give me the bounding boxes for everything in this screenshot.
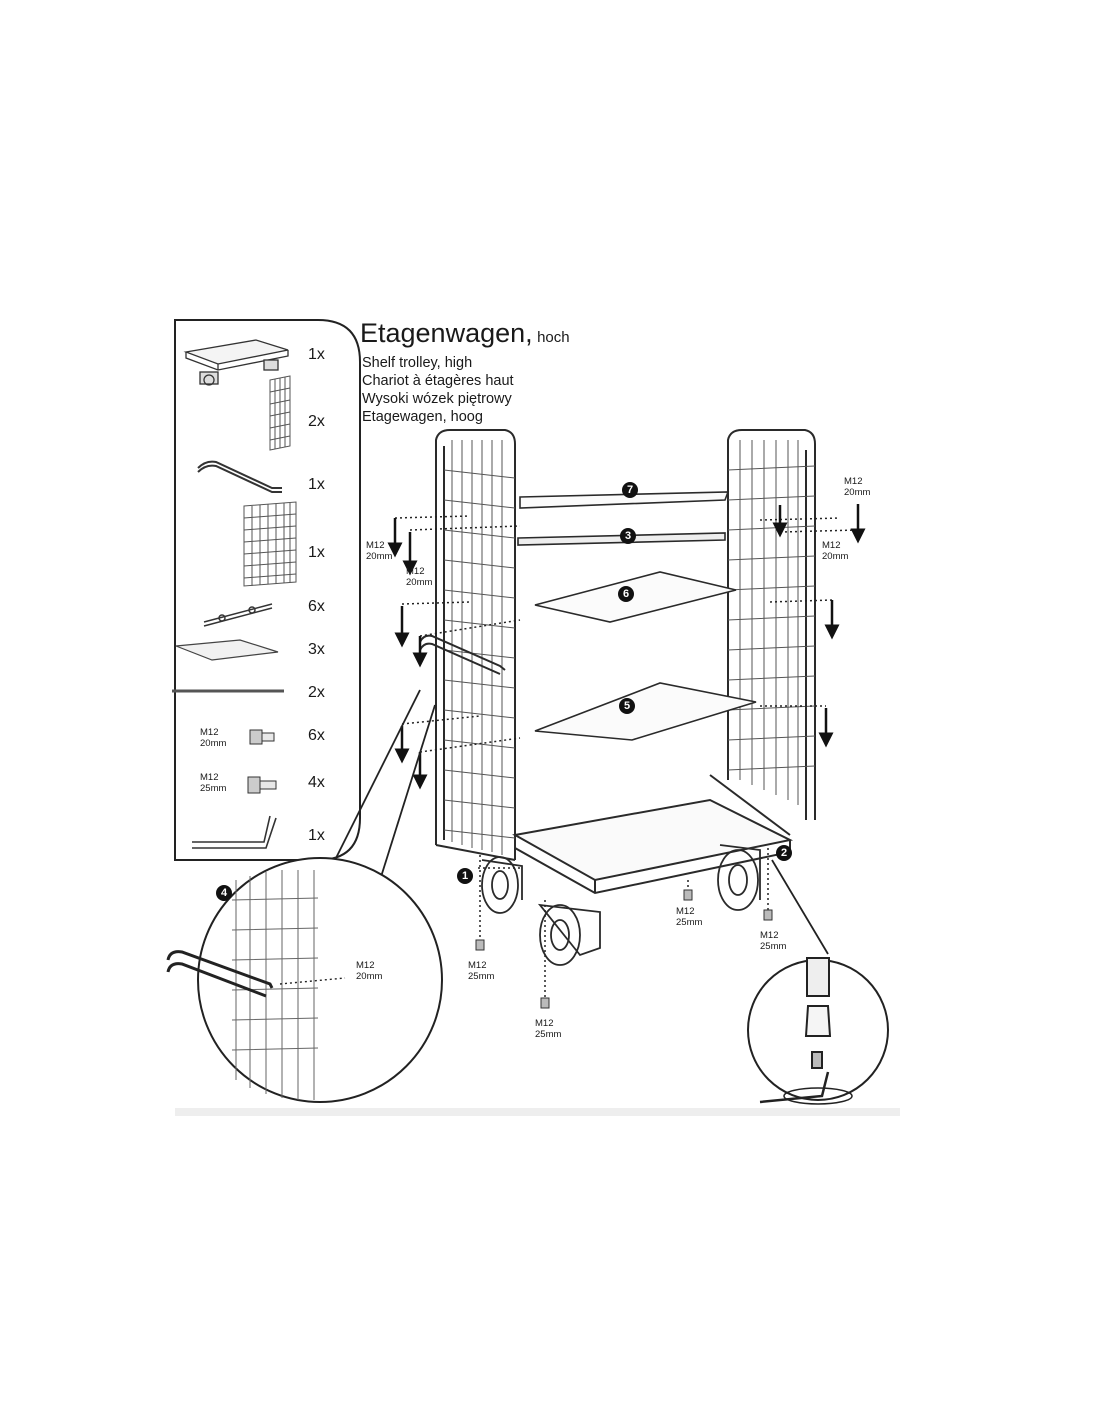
shelf-bracket-icon (203, 603, 273, 627)
dotted-guides (394, 515, 859, 998)
step-marker-7: 7 (622, 482, 638, 498)
title: Etagenwagen, hoch (360, 318, 570, 349)
qty-back-panel: 1x (308, 544, 325, 561)
bolt-icon-25mm (247, 776, 277, 794)
qty-bracket: 6x (308, 598, 325, 615)
base-platform-icon (183, 339, 289, 386)
subtitle-fr: Chariot à étagères haut (362, 373, 514, 389)
right-mesh (727, 440, 816, 805)
push-handle-icon (197, 460, 282, 493)
mesh-side-panel-icon (269, 375, 291, 451)
step-marker-6: 6 (618, 586, 634, 602)
qty-rod: 2x (308, 684, 325, 701)
title-suffix: hoch (537, 329, 570, 346)
qty-side-panel: 2x (308, 413, 325, 430)
title-main: Etagenwagen, (360, 318, 533, 348)
shelves (517, 491, 757, 741)
subtitle-nl: Etagewagen, hoog (362, 409, 483, 425)
step-marker-3: 3 (620, 528, 636, 544)
left-mesh (443, 440, 516, 855)
wheel-detail-circle (747, 957, 889, 1105)
shelf-lower (534, 682, 757, 741)
qty-key: 1x (308, 827, 325, 844)
qty-base: 1x (308, 346, 325, 363)
subtitle-en: Shelf trolley, high (362, 355, 473, 371)
qty-shelf: 3x (308, 641, 325, 658)
handle-detail-circle (166, 857, 443, 1103)
subtitle-list: Shelf trolley, high Chariot à étagères h… (362, 354, 514, 426)
wheels (481, 844, 761, 966)
qty-bolt-25: 4x (308, 774, 325, 791)
shelf-board-icon (175, 639, 279, 661)
step-marker-1: 1 (457, 868, 473, 884)
step-marker-4: 4 (216, 885, 232, 901)
base-screws (475, 889, 773, 1009)
shelf-top (519, 491, 730, 509)
step-marker-2: 2 (776, 845, 792, 861)
mesh-back-panel-icon (243, 501, 297, 587)
allen-key-icon (192, 815, 277, 849)
step-marker-5: 5 (619, 698, 635, 714)
bolt-icon-20mm (249, 729, 275, 745)
qty-handle: 1x (308, 476, 325, 493)
qty-bolt-20: 6x (308, 727, 325, 744)
shelf-middle (534, 571, 737, 623)
subtitle-pl: Wysoki wózek piętrowy (362, 391, 512, 407)
detail-leaders (329, 689, 829, 955)
